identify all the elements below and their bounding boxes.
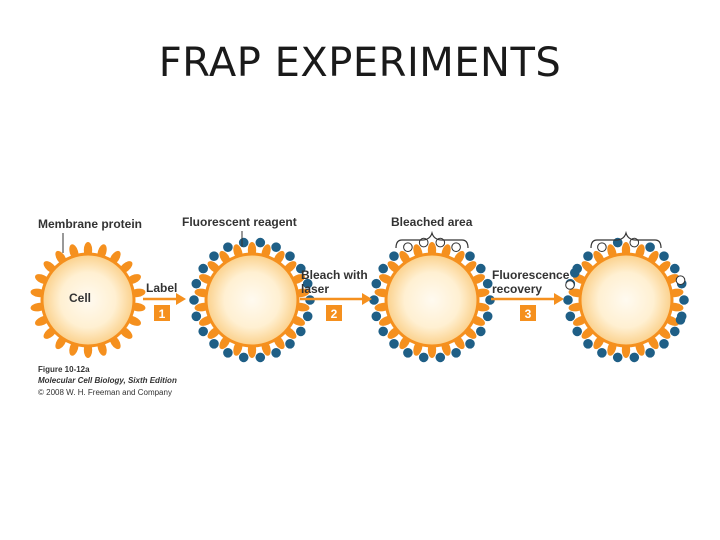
recovered-area-bracket bbox=[590, 230, 662, 249]
fluorescent-tag bbox=[209, 251, 219, 262]
fluorescent-tag bbox=[191, 278, 202, 289]
step3-number: 3 bbox=[525, 307, 532, 321]
cell-body bbox=[40, 252, 136, 348]
cell-unlabeled bbox=[30, 242, 146, 358]
fluorescent-tag bbox=[189, 295, 199, 305]
fluorescent-tag bbox=[271, 242, 281, 252]
fluorescent-tag bbox=[378, 263, 389, 274]
fluorescent-tag bbox=[482, 278, 493, 289]
fluorescent-tag bbox=[645, 242, 655, 252]
fluorescent-tag bbox=[223, 242, 233, 252]
fluorescent-tag bbox=[476, 263, 486, 274]
label-step-text: Label bbox=[146, 281, 177, 295]
step3-box bbox=[520, 305, 536, 321]
fluorescent-tag bbox=[255, 237, 266, 248]
bleached-tag bbox=[403, 242, 413, 252]
fluorescent-tag bbox=[238, 237, 249, 248]
bleached-area-bracket bbox=[395, 230, 469, 249]
bleach-label-line1: Bleach with bbox=[301, 268, 368, 282]
cell-body bbox=[384, 252, 480, 348]
step2-number: 2 bbox=[331, 307, 338, 321]
fluorescent-tag bbox=[659, 339, 669, 349]
membrane-protein-label: Membrane protein bbox=[38, 217, 142, 231]
fluorescent-tag bbox=[565, 311, 576, 322]
cell-body bbox=[204, 252, 300, 348]
fluorescent-tag bbox=[583, 251, 593, 262]
fluorescent-tag bbox=[389, 339, 399, 349]
fluorescent-tag bbox=[476, 326, 486, 337]
fluorescent-tag bbox=[371, 311, 382, 322]
step1-arrowhead bbox=[176, 293, 186, 305]
fluorescent-tag bbox=[302, 278, 313, 289]
fluorescent-tag bbox=[209, 339, 219, 349]
fluorescent-tag bbox=[285, 251, 295, 262]
fluorescent-tag bbox=[659, 251, 669, 262]
fluorescent-tag bbox=[465, 339, 475, 349]
fluorescent-tag bbox=[271, 348, 281, 358]
recovery-label-line2: recovery bbox=[492, 282, 542, 296]
fluorescent-tag bbox=[563, 295, 573, 305]
fluorescent-tag bbox=[451, 348, 461, 358]
fluorescent-reagent-label: Fluorescent reagent bbox=[182, 215, 297, 229]
fluorescent-tag bbox=[238, 352, 249, 363]
fluorescent-tag bbox=[670, 263, 680, 274]
recovery-label-line1: Fluorescence bbox=[492, 268, 570, 282]
bleached-tag bbox=[451, 242, 461, 252]
fluorescent-tag bbox=[612, 352, 623, 363]
fluorescent-tag bbox=[465, 251, 475, 262]
fluorescent-tag bbox=[255, 352, 266, 363]
fluorescent-tag bbox=[371, 278, 382, 289]
fluorescent-tag bbox=[285, 339, 295, 349]
step1-number: 1 bbox=[159, 307, 166, 321]
step2-arrowhead bbox=[362, 293, 372, 305]
step2-box bbox=[326, 305, 342, 321]
step1-box bbox=[154, 305, 170, 321]
fluorescent-tag bbox=[645, 348, 655, 358]
fluorescent-tag bbox=[675, 315, 686, 325]
fluorescent-tag bbox=[191, 311, 202, 322]
cell-label: Cell bbox=[69, 291, 91, 305]
fluorescent-tag bbox=[597, 348, 607, 358]
bleached-area-label: Bleached area bbox=[391, 215, 473, 229]
cell-recovered bbox=[563, 237, 689, 363]
bleach-label-line2: laser bbox=[301, 282, 329, 296]
fluorescent-tag bbox=[572, 326, 583, 337]
bleached-tag bbox=[597, 242, 607, 252]
fluorescent-tag bbox=[198, 326, 208, 337]
fluorescent-tag bbox=[378, 326, 389, 337]
cells-layer bbox=[30, 237, 689, 363]
slide-title: FRAP EXPERIMENTS bbox=[158, 40, 562, 86]
fluorescent-tag bbox=[629, 352, 640, 363]
fluorescent-tag bbox=[418, 352, 429, 363]
caption-figure: Figure 10-12a bbox=[38, 365, 90, 374]
fluorescent-tag bbox=[670, 326, 680, 337]
caption-copyright: © 2008 W. H. Freeman and Company bbox=[38, 388, 172, 397]
cell-labeled bbox=[189, 237, 315, 363]
fluorescent-tag bbox=[296, 263, 306, 274]
cell-bleached bbox=[369, 237, 495, 363]
fluorescent-tag bbox=[583, 339, 593, 349]
bleached-tag bbox=[565, 280, 575, 290]
bleached-tag bbox=[675, 275, 686, 286]
fluorescent-tag bbox=[198, 263, 208, 274]
step3-arrowhead bbox=[554, 293, 564, 305]
fluorescent-tag bbox=[435, 352, 446, 363]
caption-book: Molecular Cell Biology, Sixth Edition bbox=[38, 376, 177, 385]
fluorescent-tag bbox=[679, 295, 689, 305]
fluorescent-tag bbox=[403, 348, 413, 358]
fluorescent-tag bbox=[369, 295, 379, 305]
fluorescent-tag bbox=[482, 311, 493, 322]
fluorescent-tag bbox=[223, 348, 233, 358]
fluorescent-tag bbox=[570, 268, 580, 278]
cell-body bbox=[578, 252, 674, 348]
fluorescent-tag bbox=[296, 326, 306, 337]
fluorescent-tag bbox=[302, 311, 313, 322]
fluorescent-tag bbox=[389, 251, 399, 262]
